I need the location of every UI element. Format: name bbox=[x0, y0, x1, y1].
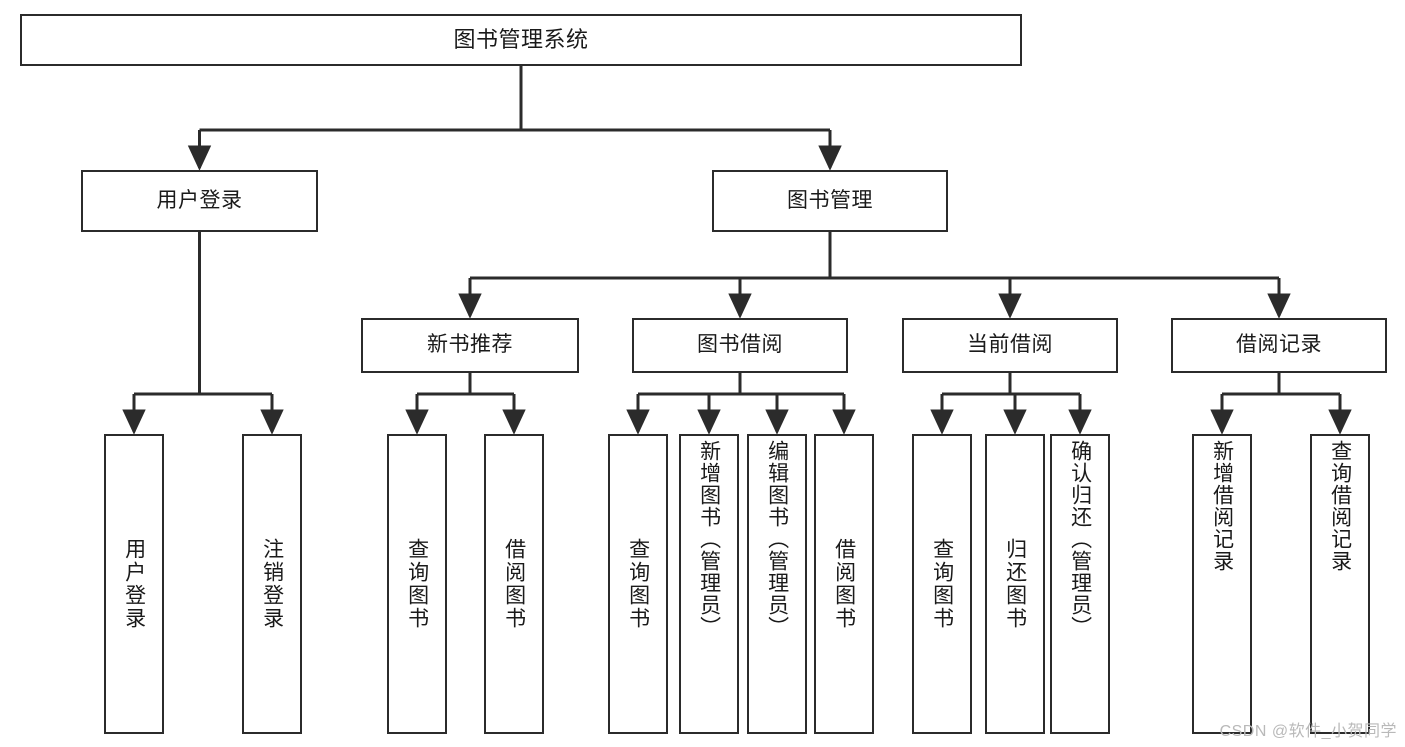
node-label: 借阅图书 bbox=[502, 538, 526, 630]
node-leaf-new-1[interactable]: 查询图书 bbox=[387, 434, 447, 734]
node-label: 借阅图书 bbox=[832, 538, 856, 630]
node-label: 借阅记录 bbox=[1236, 333, 1322, 357]
node-label: 查询图书 bbox=[930, 538, 954, 630]
node-label: 新增图书（管理员） bbox=[697, 440, 721, 638]
node-leaf-cur-2[interactable]: 归还图书 bbox=[985, 434, 1045, 734]
node-label: 查询图书 bbox=[405, 538, 429, 630]
node-leaf-rec-2[interactable]: 查询借阅记录 bbox=[1310, 434, 1370, 734]
node-label: 确认归还（管理员） bbox=[1068, 440, 1092, 638]
node-current[interactable]: 当前借阅 bbox=[902, 318, 1118, 373]
node-root[interactable]: 图书管理系统 bbox=[20, 14, 1022, 66]
node-leaf-bor-3[interactable]: 编辑图书（管理员） bbox=[747, 434, 807, 734]
node-label: 图书借阅 bbox=[697, 333, 783, 357]
node-label: 图书管理 bbox=[787, 188, 873, 212]
node-label: 新书推荐 bbox=[427, 333, 513, 357]
node-leaf-new-2[interactable]: 借阅图书 bbox=[484, 434, 544, 734]
node-label: 查询图书 bbox=[626, 538, 650, 630]
node-label: 注销登录 bbox=[260, 538, 284, 630]
node-label: 当前借阅 bbox=[967, 333, 1053, 357]
node-label: 编辑图书（管理员） bbox=[765, 440, 789, 638]
node-label: 归还图书 bbox=[1003, 538, 1027, 630]
node-bookmgmt[interactable]: 图书管理 bbox=[712, 170, 948, 232]
node-leaf-bor-4[interactable]: 借阅图书 bbox=[814, 434, 874, 734]
node-label: 新增借阅记录 bbox=[1210, 440, 1234, 572]
node-borrow[interactable]: 图书借阅 bbox=[632, 318, 848, 373]
node-leaf-login-1[interactable]: 用户登录 bbox=[104, 434, 164, 734]
node-leaf-cur-1[interactable]: 查询图书 bbox=[912, 434, 972, 734]
node-leaf-bor-1[interactable]: 查询图书 bbox=[608, 434, 668, 734]
node-newbook[interactable]: 新书推荐 bbox=[361, 318, 579, 373]
node-leaf-login-2[interactable]: 注销登录 bbox=[242, 434, 302, 734]
csdn-watermark: CSDN @软件_小贺同学 bbox=[1219, 723, 1397, 740]
node-login[interactable]: 用户登录 bbox=[81, 170, 318, 232]
node-leaf-rec-1[interactable]: 新增借阅记录 bbox=[1192, 434, 1252, 734]
node-leaf-cur-3[interactable]: 确认归还（管理员） bbox=[1050, 434, 1110, 734]
node-label: 查询借阅记录 bbox=[1328, 440, 1352, 572]
node-label: 用户登录 bbox=[122, 538, 146, 630]
node-label: 用户登录 bbox=[156, 188, 243, 212]
node-label: 图书管理系统 bbox=[453, 27, 589, 53]
node-records[interactable]: 借阅记录 bbox=[1171, 318, 1387, 373]
node-leaf-bor-2[interactable]: 新增图书（管理员） bbox=[679, 434, 739, 734]
